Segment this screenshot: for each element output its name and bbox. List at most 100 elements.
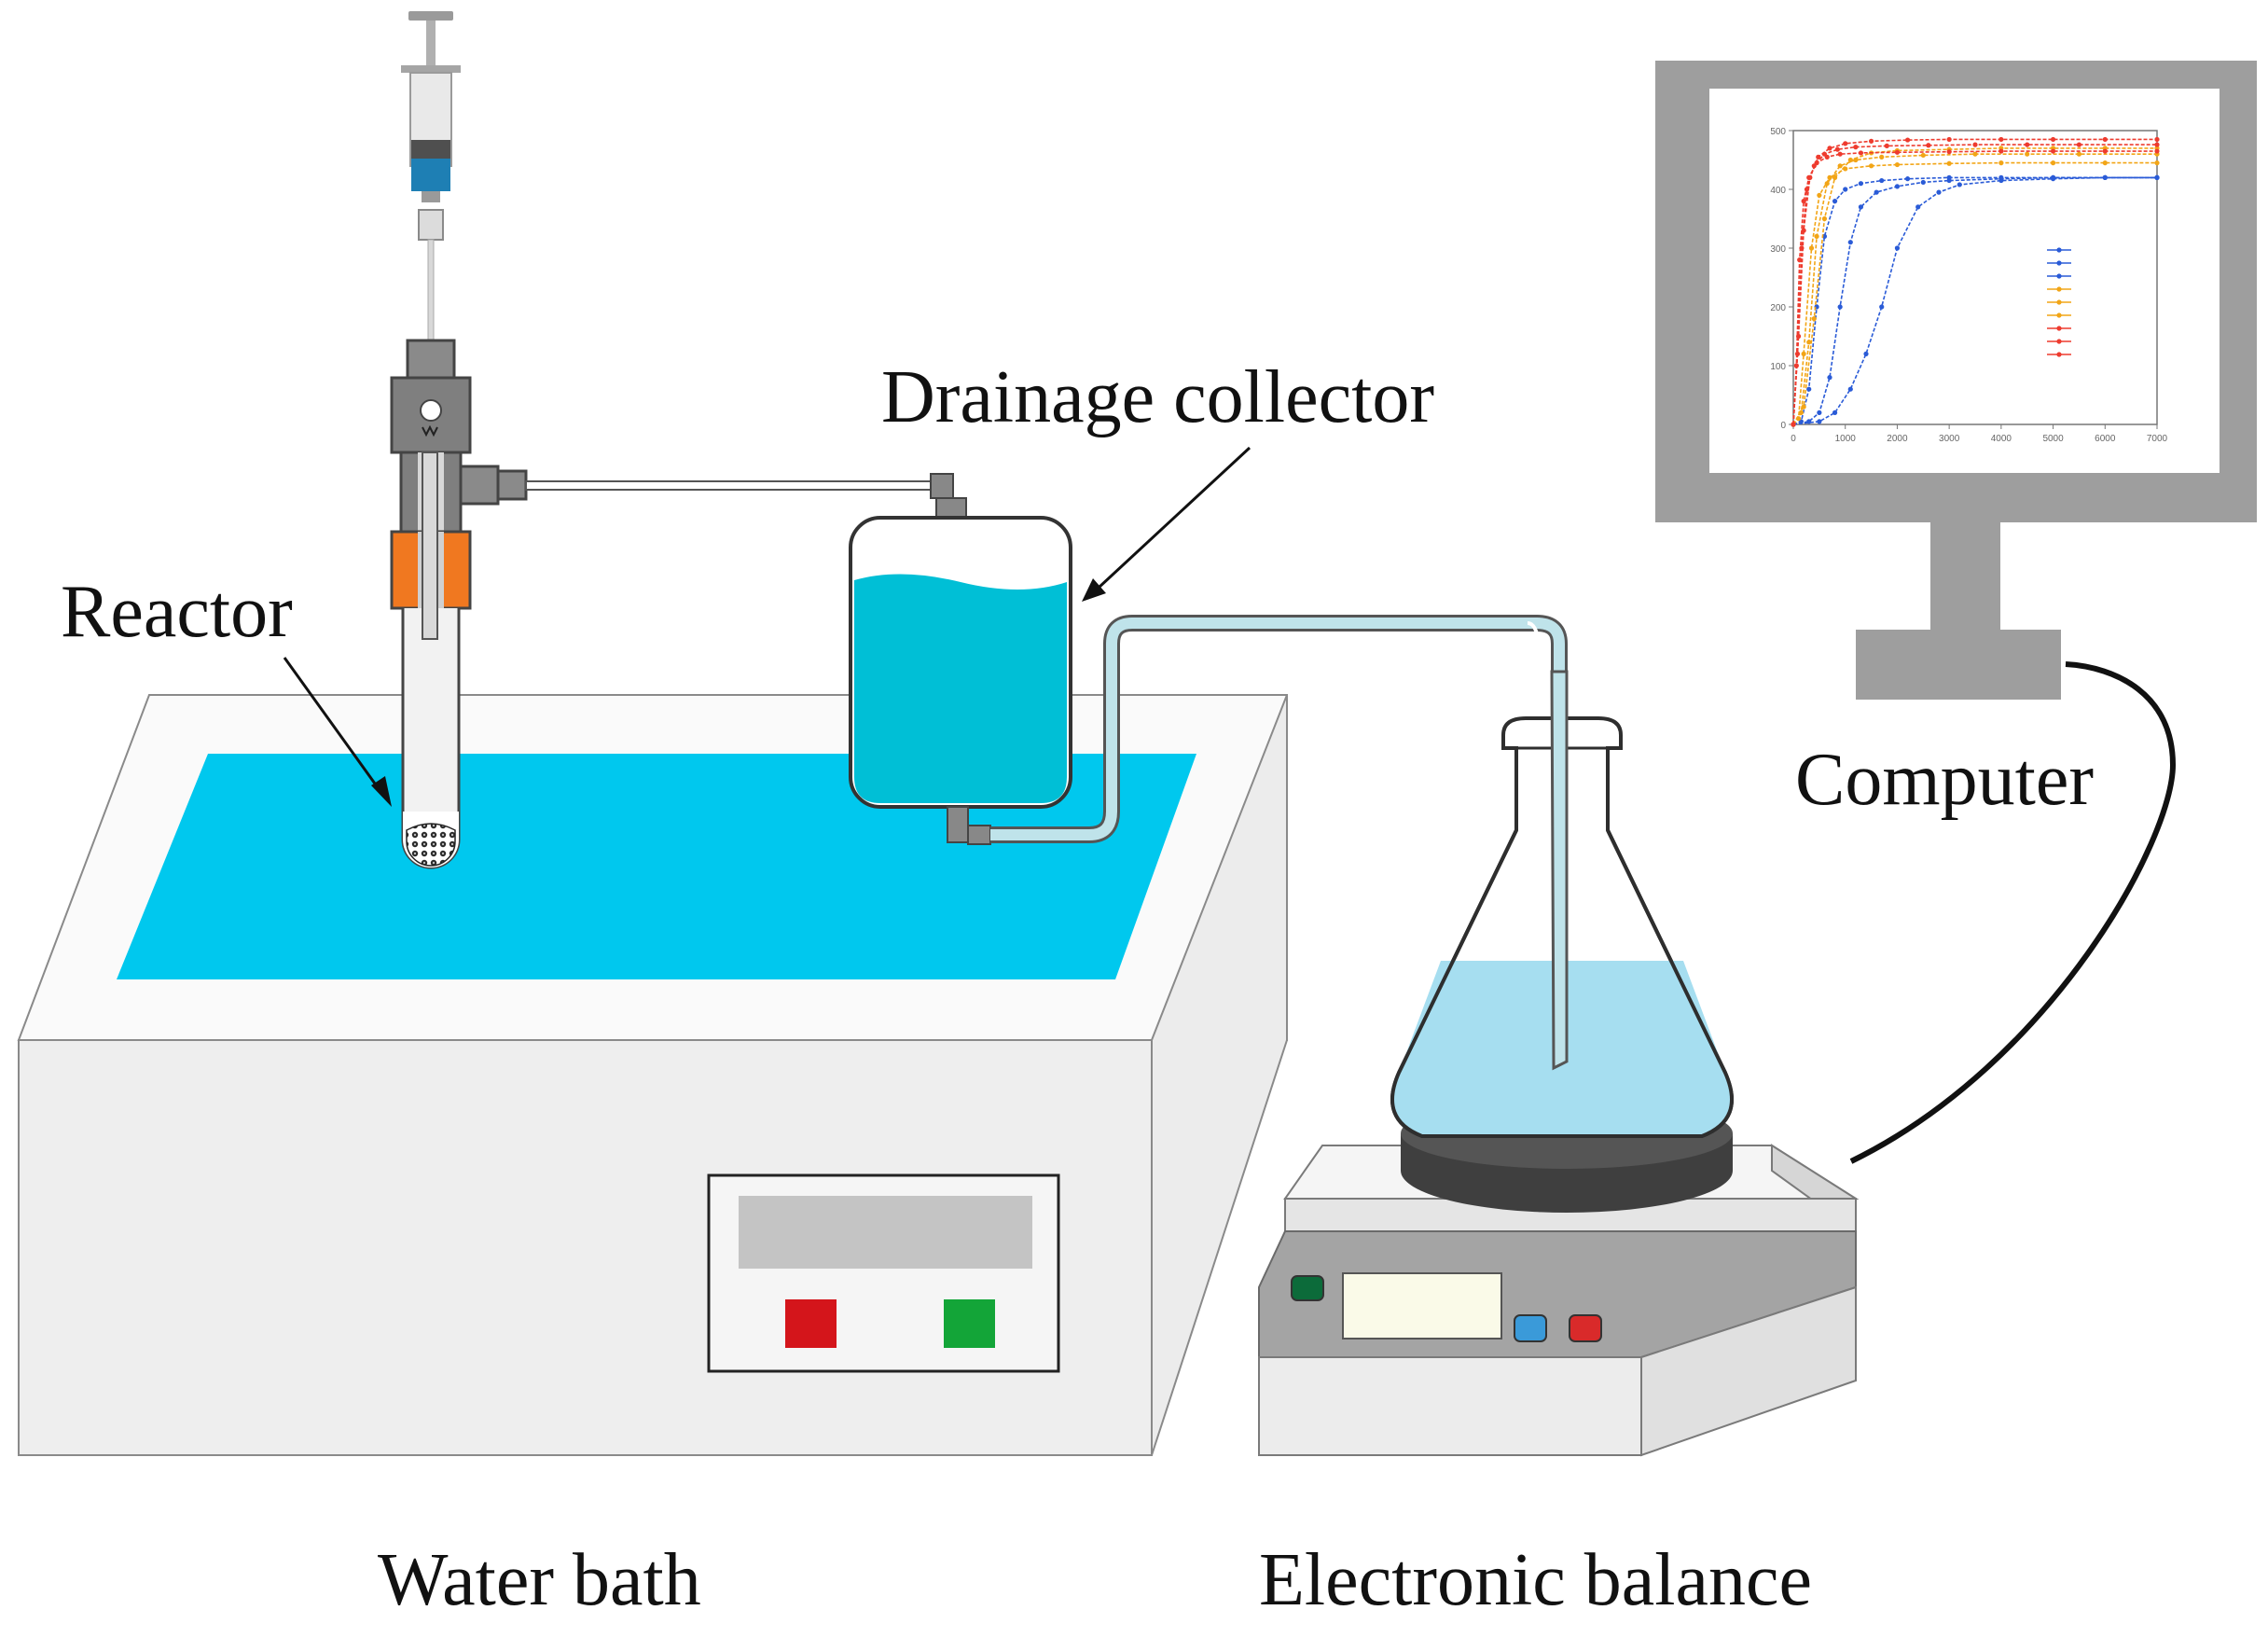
series-point bbox=[1843, 141, 1848, 146]
series-point bbox=[1972, 142, 1978, 147]
legend-marker bbox=[2056, 260, 2062, 266]
series-point bbox=[1801, 351, 1806, 356]
series-point bbox=[1936, 189, 1942, 195]
series-point bbox=[1853, 145, 1859, 150]
series-point bbox=[2076, 151, 2082, 157]
series-point bbox=[1814, 233, 1819, 239]
x-tick-label: 3000 bbox=[1939, 434, 1960, 444]
series-point bbox=[2050, 136, 2056, 143]
bath-water bbox=[117, 754, 1196, 979]
series-point bbox=[2102, 148, 2108, 154]
series-point bbox=[2102, 174, 2108, 180]
legend-marker bbox=[2056, 352, 2062, 357]
series-point bbox=[1998, 160, 2004, 166]
series-point bbox=[1801, 404, 1806, 410]
x-tick-label: 6000 bbox=[2095, 434, 2116, 444]
series-point bbox=[1806, 340, 1812, 345]
series-point bbox=[1811, 316, 1817, 322]
top-fitting bbox=[406, 339, 456, 380]
inner-tube bbox=[422, 451, 438, 640]
monitor-neck bbox=[1930, 522, 2000, 630]
series-point bbox=[1879, 154, 1885, 160]
series-point bbox=[1874, 189, 1879, 195]
series-point bbox=[1894, 245, 1901, 251]
series-point bbox=[1863, 351, 1869, 356]
reactor-label: Reactor bbox=[61, 571, 293, 653]
series-point bbox=[1832, 199, 1838, 204]
series-point bbox=[1926, 143, 1931, 148]
series-line bbox=[1792, 176, 2157, 425]
flask-inlet-tube bbox=[1550, 670, 1569, 1071]
legend-marker bbox=[2056, 339, 2062, 344]
erlenmeyer-flask-icon bbox=[1390, 670, 1734, 1138]
series-point bbox=[1806, 386, 1812, 392]
reactor-assembly bbox=[390, 11, 528, 869]
bath-display bbox=[739, 1196, 1032, 1269]
series-point bbox=[1824, 181, 1830, 187]
series-line bbox=[1792, 176, 2157, 425]
series-point bbox=[1894, 161, 1901, 168]
balance-base bbox=[1258, 1356, 1642, 1456]
series-point bbox=[1817, 410, 1822, 415]
series-point bbox=[1946, 177, 1952, 184]
series-point bbox=[1920, 179, 1926, 186]
x-tick-label: 4000 bbox=[1991, 434, 2012, 444]
bath-green-button bbox=[944, 1299, 995, 1348]
collector-pointer-arrow bbox=[1082, 446, 1252, 602]
monitor-base bbox=[1856, 630, 2061, 700]
x-tick-label: 2000 bbox=[1887, 434, 1908, 444]
series-point bbox=[2154, 148, 2160, 154]
series-point bbox=[1837, 151, 1843, 157]
y-tick-label: 0 bbox=[1780, 421, 1786, 431]
reactor-pointer-arrow bbox=[283, 657, 392, 807]
series-point bbox=[1837, 304, 1843, 310]
water-bath-label: Water bath bbox=[378, 1539, 701, 1621]
series-point bbox=[1801, 199, 1806, 204]
series-point bbox=[1853, 157, 1859, 163]
series-point bbox=[1879, 177, 1885, 184]
series-point bbox=[2050, 176, 2056, 182]
series-point bbox=[2102, 160, 2108, 166]
series-point bbox=[1807, 174, 1813, 180]
series-point bbox=[1998, 177, 2004, 184]
balance-cable bbox=[1849, 661, 2177, 1164]
series-point bbox=[1817, 192, 1822, 198]
monitor-screen bbox=[1709, 89, 2220, 473]
series-point bbox=[1821, 215, 1828, 222]
series-point bbox=[1894, 184, 1901, 189]
series-point bbox=[2102, 136, 2108, 143]
plot-frame bbox=[1792, 130, 2158, 425]
series-point bbox=[1801, 228, 1806, 233]
series-point bbox=[2050, 148, 2056, 154]
balance-red-button bbox=[1569, 1314, 1602, 1342]
gas-line bbox=[525, 473, 967, 518]
series-point bbox=[1858, 204, 1864, 210]
series-point bbox=[1946, 136, 1952, 143]
legend-marker bbox=[2056, 326, 2062, 331]
series-point bbox=[2050, 160, 2056, 166]
y-tick-label: 100 bbox=[1770, 362, 1786, 372]
series-point bbox=[1847, 157, 1853, 163]
series-point bbox=[1946, 160, 1952, 166]
series-point bbox=[2154, 142, 2160, 147]
balance-display bbox=[1342, 1272, 1502, 1340]
series-point bbox=[2025, 151, 2030, 157]
x-tick-label: 0 bbox=[1791, 434, 1796, 444]
series-point bbox=[1827, 375, 1832, 381]
collector-water bbox=[854, 574, 1067, 803]
series-point bbox=[1858, 150, 1864, 156]
series-point bbox=[1832, 174, 1838, 180]
series-point bbox=[1998, 136, 2004, 143]
series-point bbox=[1998, 148, 2004, 154]
side-outlet bbox=[459, 465, 500, 506]
legend-marker bbox=[2056, 247, 2062, 253]
series-point bbox=[1858, 181, 1864, 187]
series-line bbox=[1792, 144, 2157, 425]
series-point bbox=[1879, 304, 1885, 310]
series-point bbox=[2076, 142, 2082, 147]
drainage-collector-label: Drainage collector bbox=[881, 356, 1434, 438]
series-point bbox=[1868, 163, 1874, 169]
series-point bbox=[1868, 138, 1874, 144]
